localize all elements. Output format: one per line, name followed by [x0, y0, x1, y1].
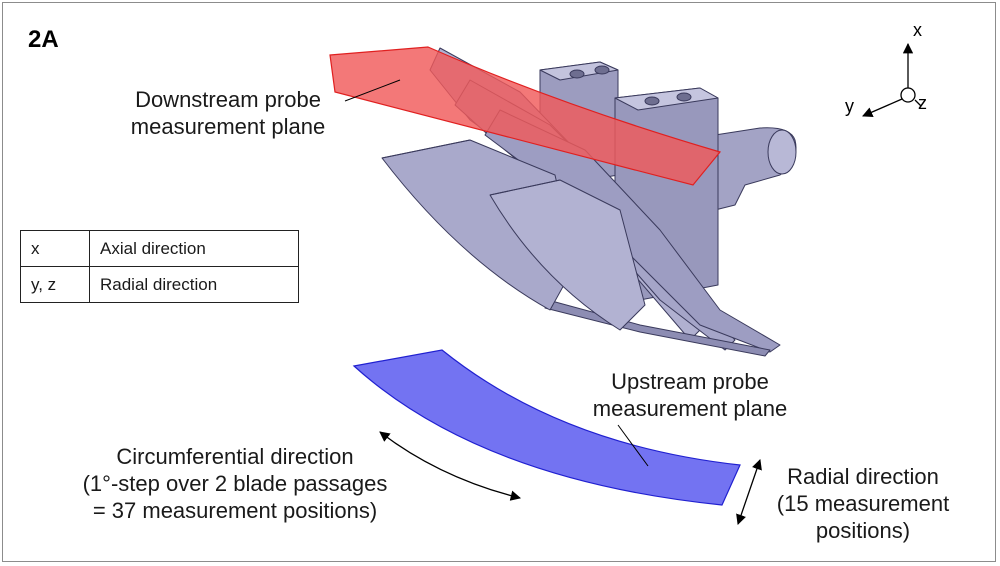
circumferential-arrow — [379, 431, 522, 501]
radial-label-line3: positions) — [815, 518, 911, 543]
downstream-label-line2: measurement plane — [130, 114, 326, 139]
upstream-leader-line — [617, 424, 649, 467]
upstream-plane-label: Upstream probe measurement plane — [575, 368, 805, 422]
circumferential-label-line3: = 37 measurement positions) — [92, 498, 378, 523]
legend-symbol: x — [20, 230, 90, 267]
pipe-end — [767, 129, 797, 175]
circumferential-label-line1: Circumferential direction — [116, 444, 354, 469]
endwall-sheet — [489, 179, 646, 331]
axis-label-z: z — [918, 93, 927, 113]
axis-label-y: y — [845, 96, 854, 116]
circumferential-label-line2: (1°-step over 2 blade passages — [82, 471, 388, 496]
legend-meaning: Radial direction — [89, 266, 299, 303]
legend-row: x Axial direction — [20, 230, 299, 267]
probe-hole — [594, 65, 610, 75]
legend-meaning: Axial direction — [89, 230, 299, 267]
radial-arrow — [736, 459, 762, 525]
z-axis-circle — [900, 87, 916, 103]
circumferential-direction-label: Circumferential direction (1°-step over … — [80, 443, 390, 524]
endwall-sheet — [381, 139, 576, 311]
downstream-plane-label: Downstream probe measurement plane — [108, 86, 348, 140]
legend-row: y, z Radial direction — [20, 266, 299, 303]
downstream-label-line1: Downstream probe — [135, 87, 321, 112]
probe-hole — [569, 69, 585, 79]
probe-hole — [644, 96, 660, 106]
radial-direction-label: Radial direction (15 measurement positio… — [758, 463, 968, 544]
radial-label-line1: Radial direction — [787, 464, 939, 489]
downstream-leader-line — [344, 79, 401, 102]
legend-table: x Axial direction y, z Radial direction — [20, 230, 299, 303]
blade-bottom-wall — [544, 299, 771, 357]
coordinate-triad — [862, 42, 922, 118]
upstream-plane — [352, 349, 741, 506]
probe-block-right-top — [614, 87, 719, 111]
axis-label-x: x — [913, 20, 922, 40]
legend-symbol: y, z — [20, 266, 90, 303]
upstream-label-line1: Upstream probe — [611, 369, 769, 394]
downstream-plane — [329, 46, 722, 186]
probe-hole — [676, 92, 692, 102]
upstream-label-line2: measurement plane — [592, 396, 788, 421]
radial-label-line2: (15 measurement — [776, 491, 950, 516]
figure-label: 2A — [28, 26, 59, 53]
